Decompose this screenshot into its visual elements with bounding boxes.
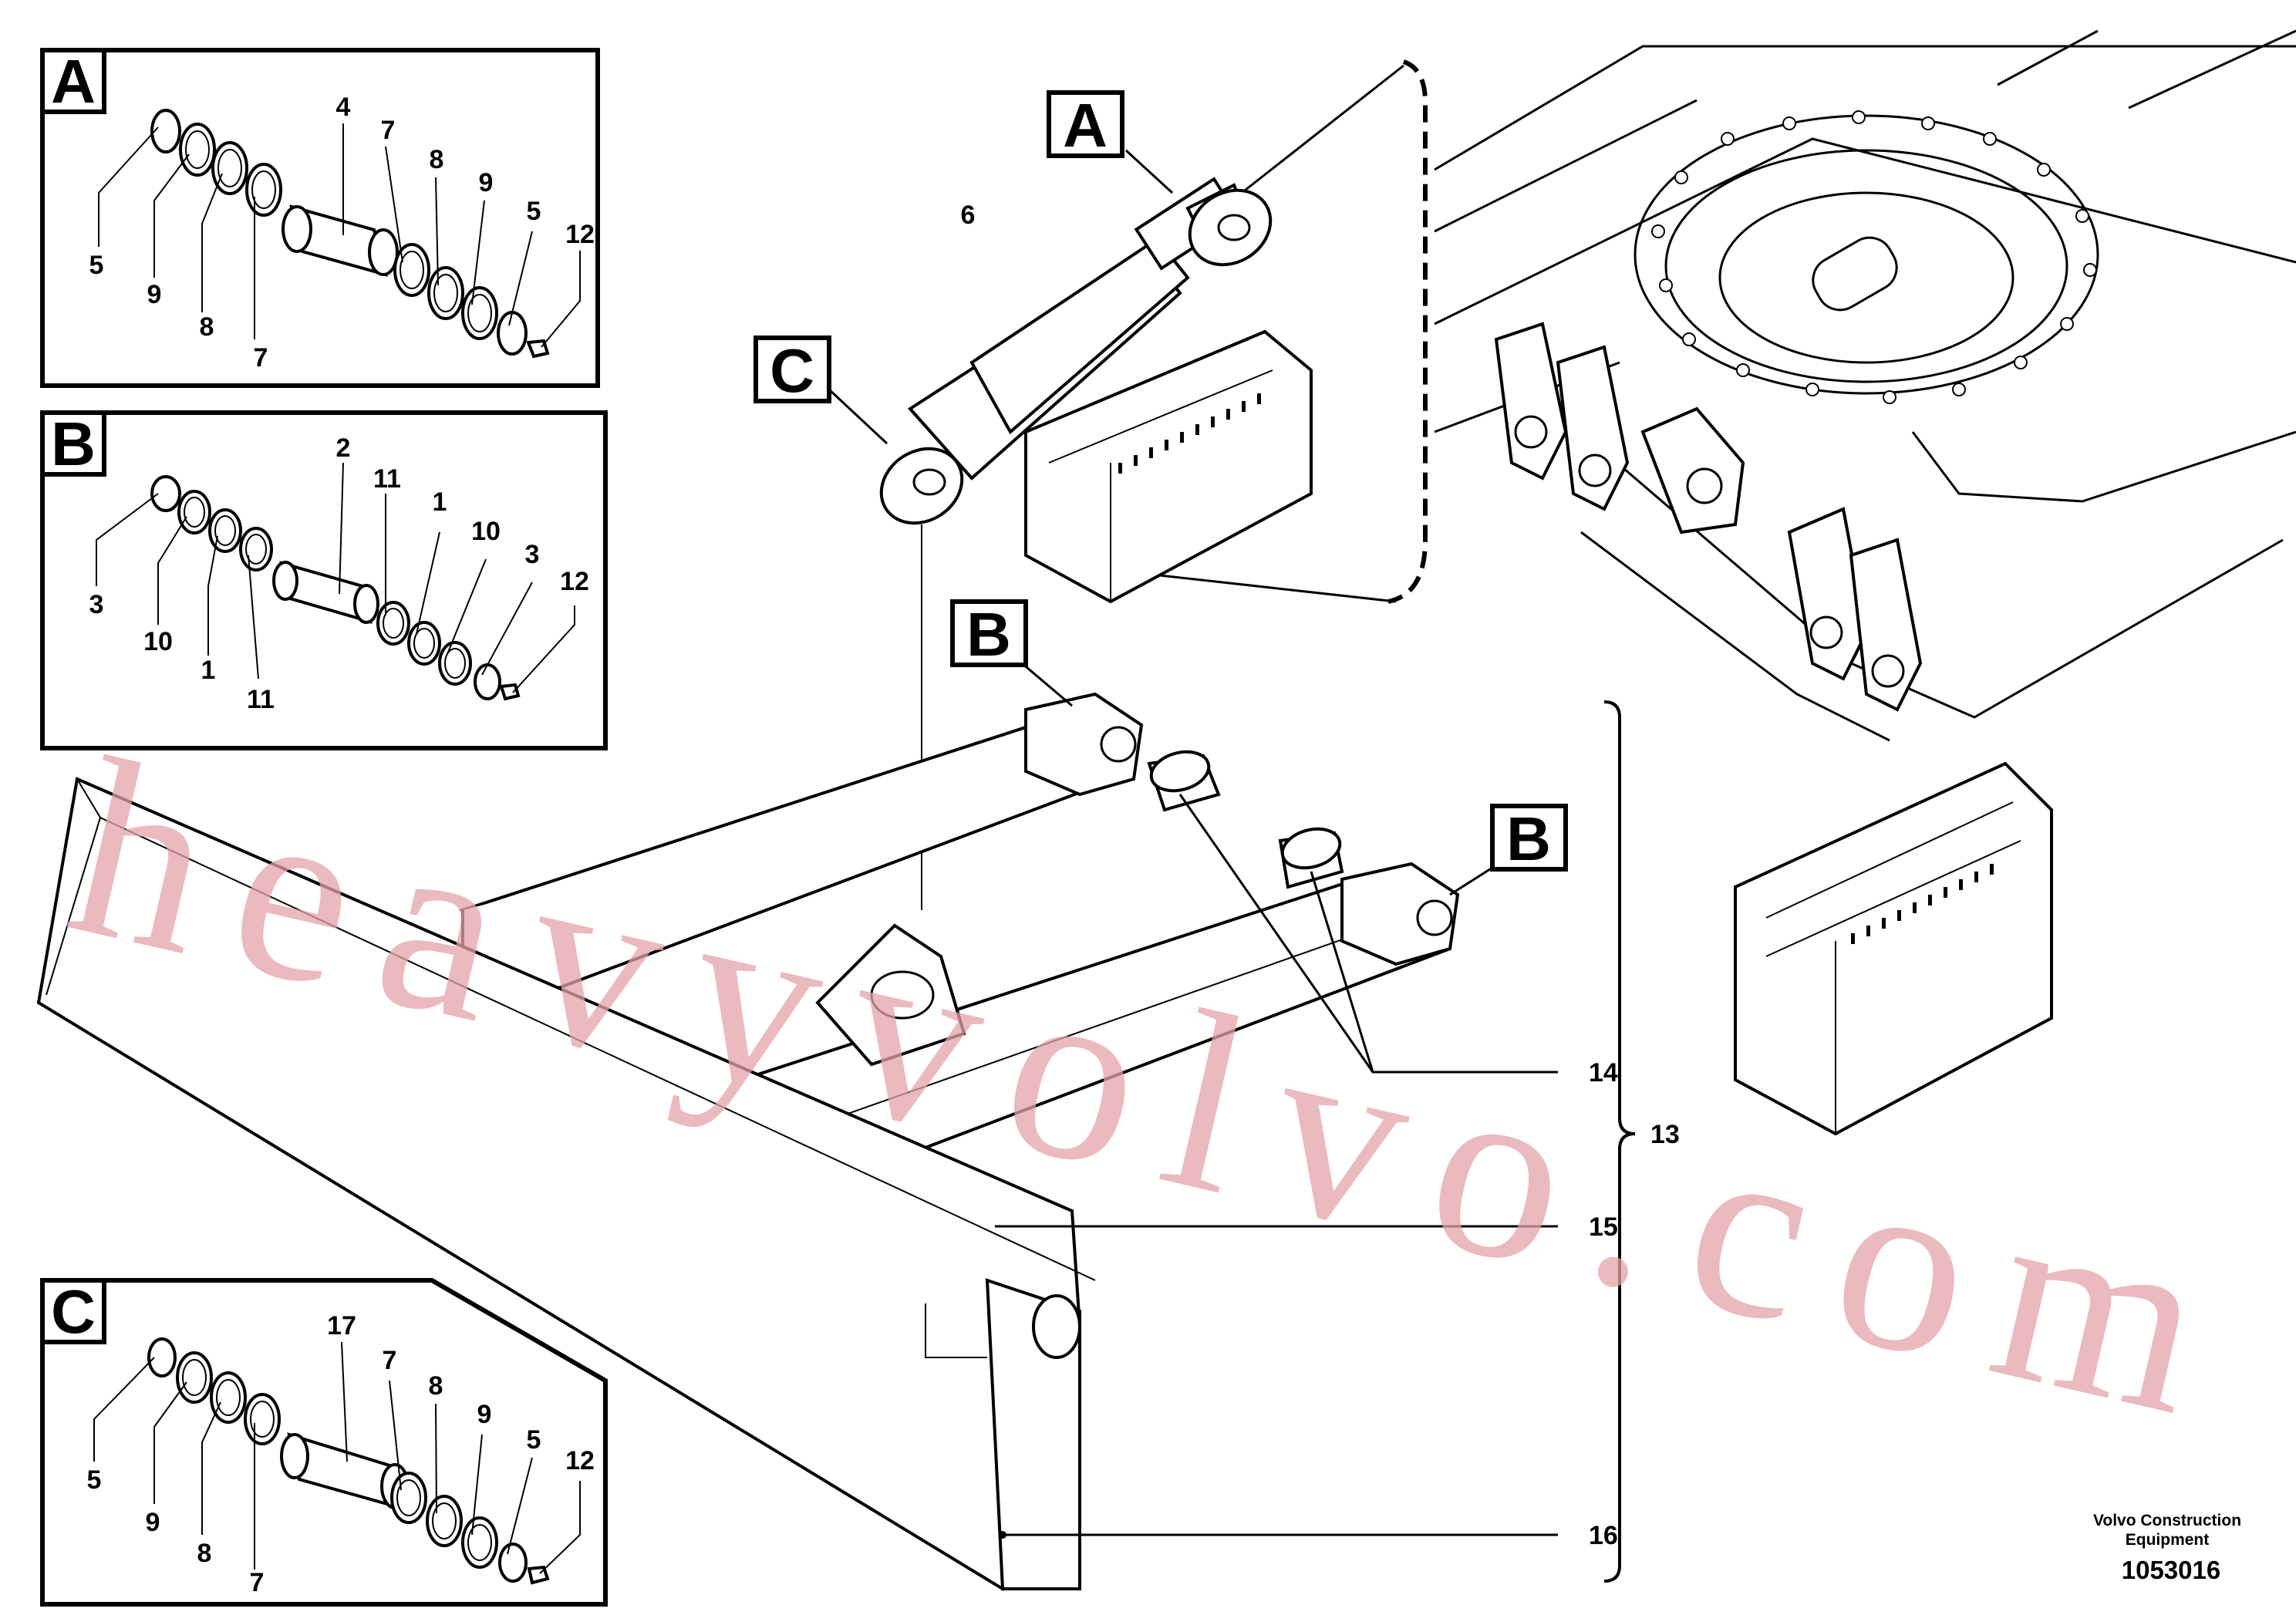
label-b-1-bottom: 1 [201,656,216,685]
label-c-7-top: 7 [383,1346,397,1375]
label-assembly-13: 13 [1650,1120,1680,1149]
label-c-9-top: 9 [477,1400,492,1429]
callout-c: C [754,336,831,405]
label-a-9-bottom: 9 [147,280,162,309]
svg-text:B: B [1506,804,1551,873]
label-a-9-top: 9 [479,168,494,197]
detail-letter-b: B [51,410,96,478]
callout-a: A [1047,90,1124,160]
brand-line-1: Volvo Construction [2093,1512,2241,1529]
hydraulic-cylinder [879,177,1273,910]
right-frame-holes [1851,864,1994,944]
undercarriage-frame [1024,29,2296,1136]
label-b-1-top: 1 [433,487,447,517]
callout-b-right: B [1490,804,1568,873]
label-b-11-bottom: 11 [247,685,275,714]
label-a-5-left: 5 [89,251,104,280]
label-frame-15: 15 [1589,1212,1618,1242]
brand-line-2: Equipment [2126,1531,2210,1549]
label-b-2: 2 [336,433,351,463]
left-frame-holes [1118,393,1261,474]
label-b-10-top: 10 [471,517,501,546]
bolt-holes [1651,110,2097,404]
label-a-8-bottom: 8 [200,312,214,342]
drawing-code: 1053016 [2122,1556,2220,1584]
label-b-3-left: 3 [89,590,104,619]
detail-box-c: C 17 7 8 9 5 12 5 9 8 7 [40,1277,608,1607]
svg-text:B: B [966,600,1011,669]
detail-letter-c: C [51,1277,96,1346]
dozer-blade [36,692,1460,1592]
detail-letter-a: A [51,47,96,116]
label-c-8-top: 8 [429,1371,443,1401]
label-a-5-right: 5 [527,197,541,226]
label-a-7-top: 7 [381,116,396,145]
label-b-10-bottom: 10 [143,627,173,656]
label-c-12: 12 [565,1446,595,1475]
label-bushing-14: 14 [1589,1058,1618,1088]
label-a-8-top: 8 [430,145,444,174]
label-a-4: 4 [336,93,351,122]
label-c-9-bottom: 9 [146,1508,160,1537]
label-b-3-right: 3 [525,540,540,569]
label-a-12: 12 [565,220,595,249]
label-c-5-left: 5 [87,1465,102,1495]
label-c-17: 17 [327,1311,356,1340]
label-c-5-right: 5 [527,1425,541,1455]
label-c-8-bottom: 8 [197,1539,212,1568]
callout-b-left: B [950,599,1028,669]
svg-text:A: A [1063,91,1108,160]
svg-text:C: C [770,336,814,405]
label-cylinder-6: 6 [961,201,976,230]
label-b-12: 12 [560,567,589,596]
detail-box-b: B 2 11 1 10 3 12 3 10 1 11 [40,410,608,750]
leader-lines [828,149,1636,1583]
label-b-11-top: 11 [373,464,401,494]
label-blade-16: 16 [1589,1521,1618,1550]
detail-box-a: A 4 7 8 9 5 12 5 9 8 7 [40,47,600,388]
label-a-7-bottom: 7 [254,343,268,373]
label-c-7-bottom: 7 [250,1568,265,1597]
